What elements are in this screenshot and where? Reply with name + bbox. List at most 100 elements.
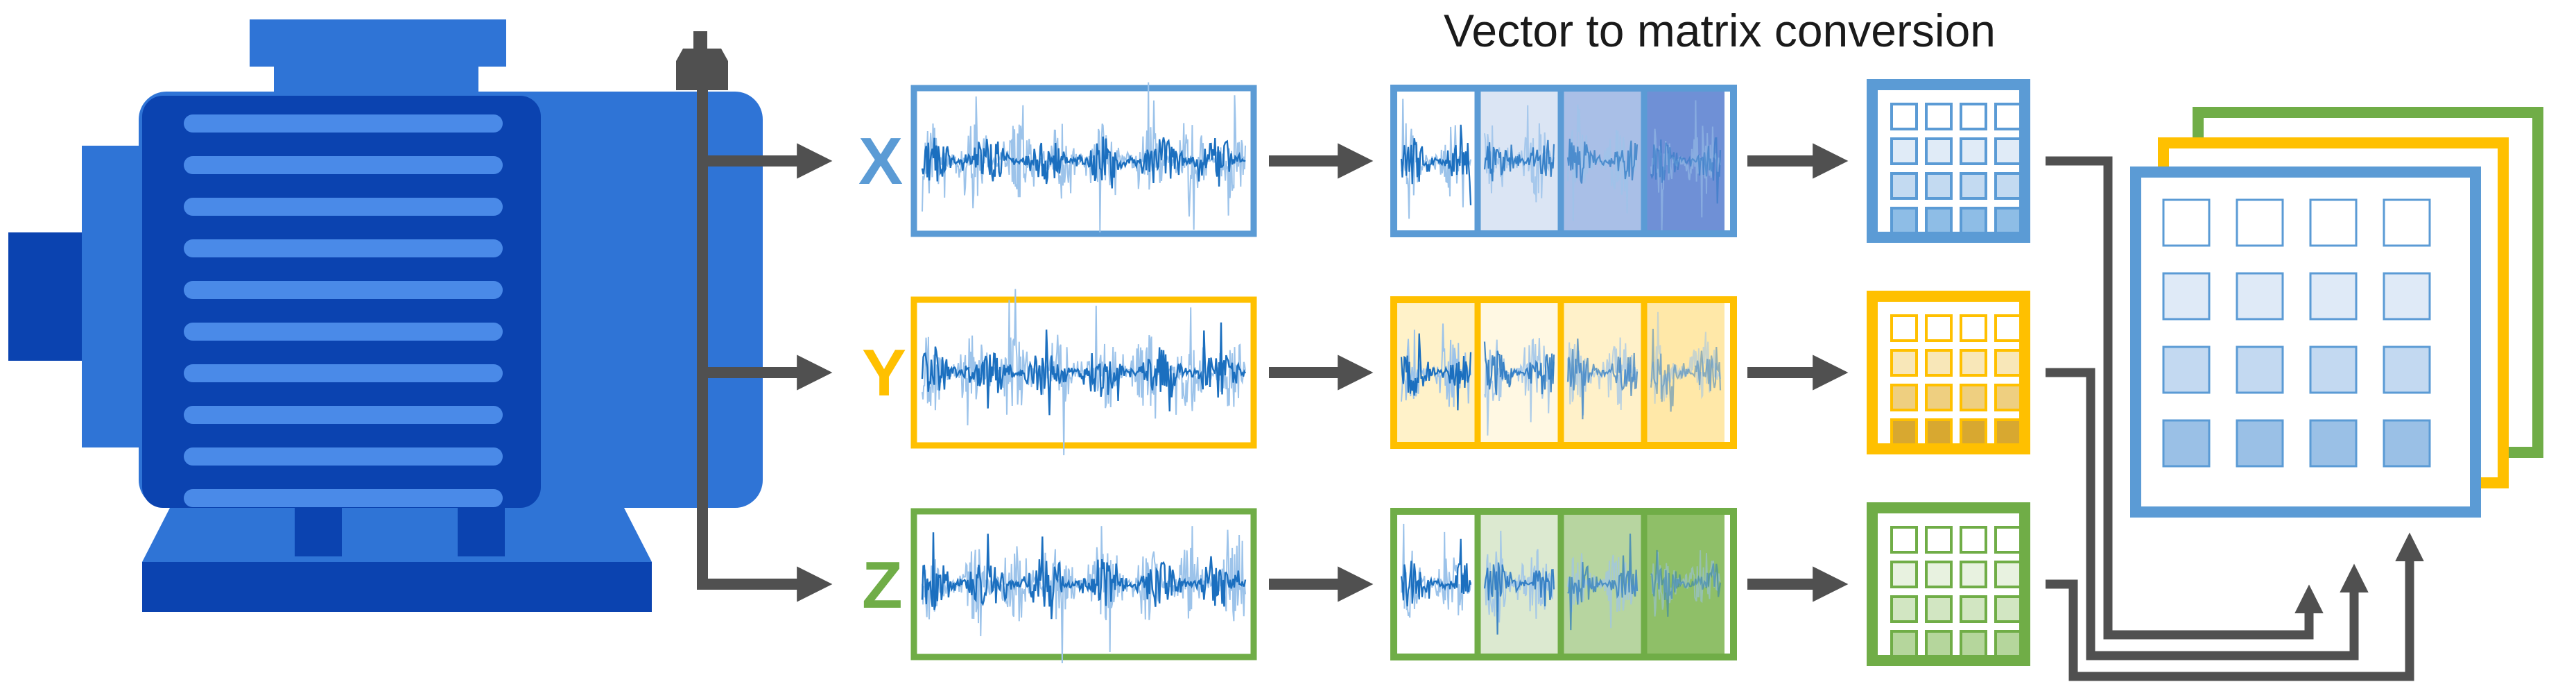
matrix-cell xyxy=(1994,349,2022,377)
matrix-cell xyxy=(1890,595,1918,623)
matrix-cell xyxy=(1890,103,1918,130)
segment-waveform-light xyxy=(1484,338,1555,436)
accelerometer-sensor-icon xyxy=(676,49,728,90)
matrix-cell xyxy=(1925,172,1953,200)
stack-matrix-cell xyxy=(2383,346,2431,394)
matrix-cell xyxy=(1960,630,1987,658)
segment-waveform-light xyxy=(1401,99,1471,219)
signal-waveform xyxy=(921,532,1247,620)
matrix-cell xyxy=(1994,137,2022,165)
segment-waveform-light xyxy=(1650,312,1721,404)
cooling-fin xyxy=(184,489,503,507)
matrix-cell xyxy=(1994,561,2022,588)
matrix-cell xyxy=(1890,349,1918,377)
matrix-cell xyxy=(1994,418,2022,446)
matrix-cell xyxy=(1994,630,2022,658)
matrix-cell xyxy=(1994,172,2022,200)
motor-shaft xyxy=(8,232,85,361)
segmented-signal xyxy=(1390,296,1737,449)
matrix-cell xyxy=(1994,103,2022,130)
segmented-signal xyxy=(1390,85,1737,237)
matrix-cell xyxy=(1890,207,1918,234)
channel-matrix xyxy=(1867,502,2030,666)
matrix-cell xyxy=(1890,314,1918,342)
stack-matrix-cell xyxy=(2162,419,2211,468)
stack-matrix-cell xyxy=(2309,346,2358,394)
matrix-cell xyxy=(1925,418,1953,446)
segmented-signal xyxy=(1390,508,1737,660)
electric-motor-icon xyxy=(8,19,763,612)
matrix-cell xyxy=(1960,172,1987,200)
segment-waveform xyxy=(1566,138,1639,184)
stacked-matrix-output xyxy=(2130,107,2543,518)
signal-waveform-light xyxy=(922,289,1246,456)
matrix-cell xyxy=(1994,526,2022,554)
segment-waveform xyxy=(1400,124,1472,205)
stack-matrix-cell xyxy=(2162,272,2211,321)
motor-foot-left xyxy=(295,508,342,556)
segment-waveform-light xyxy=(1401,323,1471,407)
segment-waveform xyxy=(1483,341,1555,395)
stack-matrix-cell xyxy=(2383,198,2431,247)
segment-waveform xyxy=(1483,562,1555,635)
channel-label-x: X xyxy=(858,124,904,198)
cooling-fin xyxy=(184,239,503,257)
stack-matrix-cell xyxy=(2383,419,2431,468)
cooling-fin xyxy=(184,198,503,216)
cooling-fin xyxy=(184,156,503,174)
cooling-fin xyxy=(184,406,503,424)
stack-matrix-cell xyxy=(2236,346,2284,394)
matrix-cell xyxy=(1960,595,1987,623)
segment-waveform-light xyxy=(1650,100,1721,232)
matrix-cell xyxy=(1890,526,1918,554)
segment-waveform xyxy=(1650,328,1722,412)
motor-top-cap xyxy=(250,19,506,67)
channel-label-y: Y xyxy=(862,336,907,410)
matrix-cell xyxy=(1960,526,1987,554)
matrix-cell xyxy=(1925,314,1953,342)
segment-waveform xyxy=(1650,549,1722,617)
route-z-to-stack xyxy=(2046,532,2424,681)
matrix-cell xyxy=(1925,349,1953,377)
segment-waveform-light xyxy=(1650,550,1721,617)
segment-waveform xyxy=(1400,538,1472,607)
cooling-fin xyxy=(184,281,503,299)
matrix-cell xyxy=(1960,418,1987,446)
segment-waveform-light xyxy=(1484,530,1555,623)
matrix-cell xyxy=(1925,103,1953,130)
cooling-fin xyxy=(184,323,503,341)
matrix-cell xyxy=(1960,137,1987,165)
matrix-cell xyxy=(1925,137,1953,165)
route-x-to-stack xyxy=(2046,156,2324,640)
channel-label-z: Z xyxy=(862,548,903,622)
channel-matrix xyxy=(1867,291,2030,454)
stack-matrix-cell xyxy=(2162,346,2211,394)
matrix-cell xyxy=(1925,207,1953,234)
matrix-cell xyxy=(1994,314,2022,342)
matrix-cell xyxy=(1994,384,2022,411)
matrix-cell xyxy=(1960,314,1987,342)
cooling-fin xyxy=(184,114,503,133)
stack-matrix-cell xyxy=(2162,198,2211,247)
cooling-fin xyxy=(184,364,503,382)
matrix-cell xyxy=(1960,349,1987,377)
motor-top-neck xyxy=(274,62,478,96)
matrix-cell xyxy=(1890,172,1918,200)
matrix-cell xyxy=(1890,137,1918,165)
segment-waveform xyxy=(1566,338,1639,420)
segment-waveform xyxy=(1650,137,1722,204)
matrix-cell xyxy=(1960,207,1987,234)
stack-matrix-cell xyxy=(2309,419,2358,468)
motor-cooling-fins xyxy=(184,114,503,507)
channel-row-y xyxy=(910,289,2030,456)
matrix-cell xyxy=(1925,526,1953,554)
stack-matrix-cell xyxy=(2309,272,2358,321)
segment-waveform xyxy=(1483,139,1555,182)
matrix-cell xyxy=(1994,595,2022,623)
segment-waveform xyxy=(1400,333,1472,411)
stack-matrix-cell xyxy=(2383,272,2431,321)
matrix-cell xyxy=(1925,561,1953,588)
motor-base-slope xyxy=(142,508,652,562)
signal-waveform xyxy=(921,322,1247,416)
